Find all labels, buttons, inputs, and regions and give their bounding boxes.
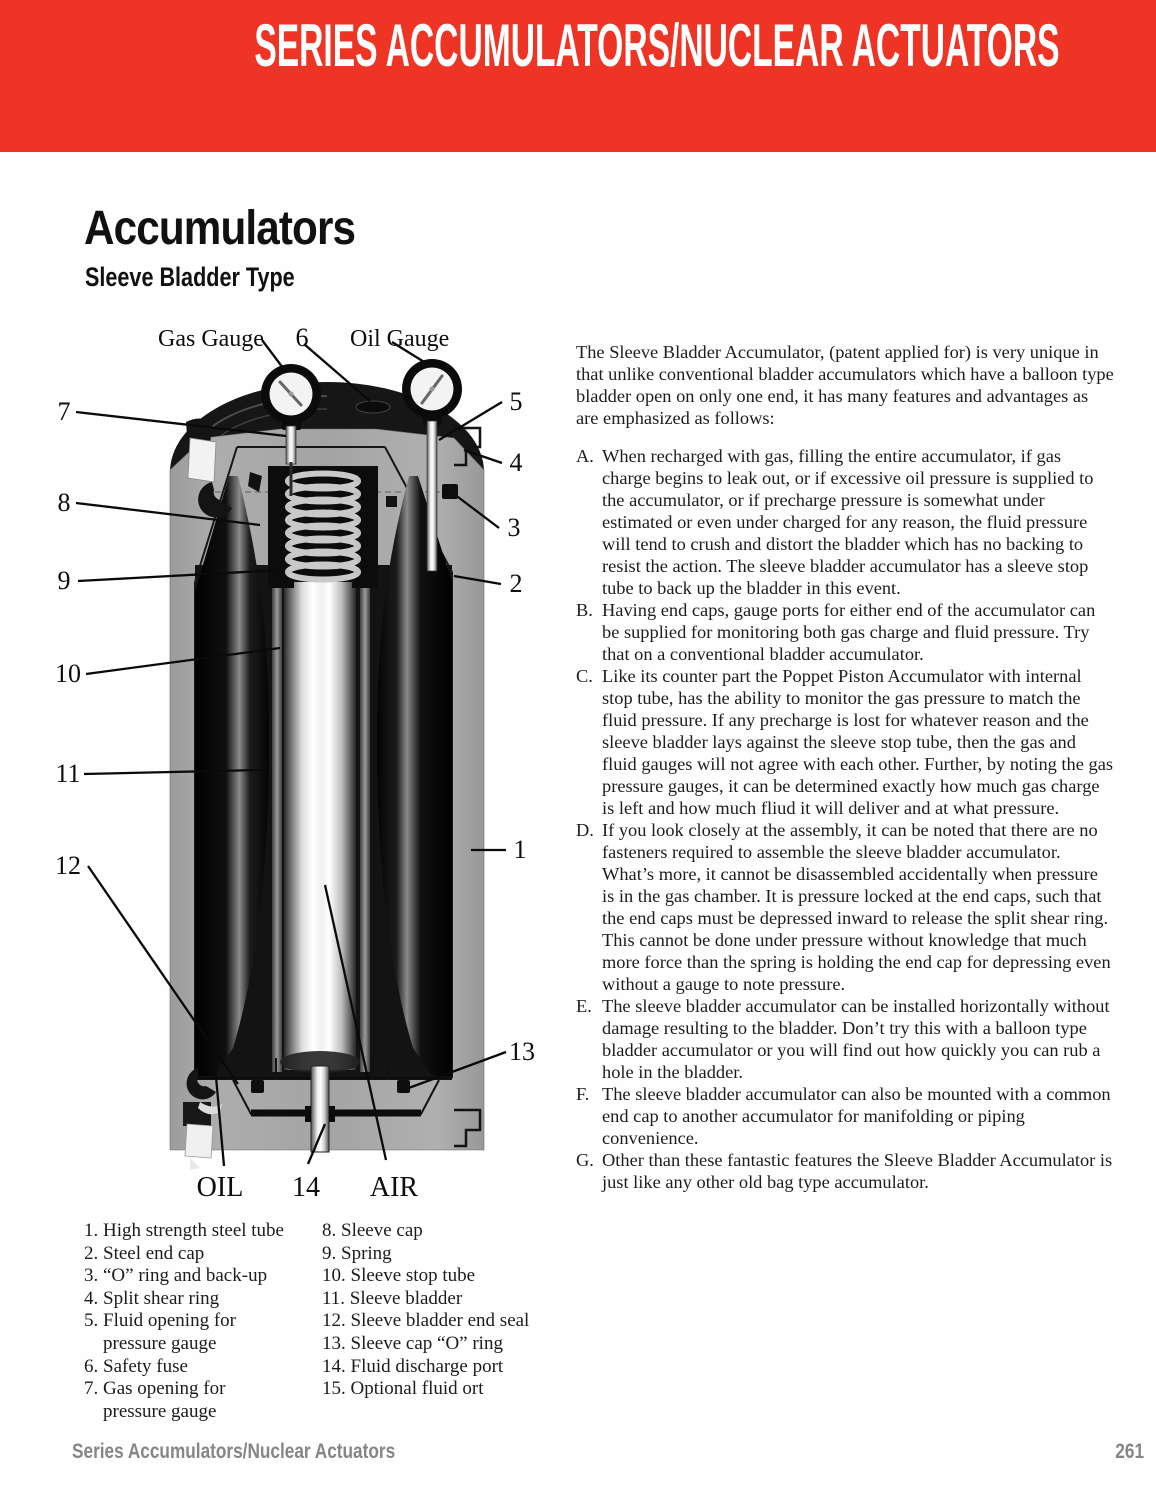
fluid-discharge-port-tube bbox=[310, 1065, 330, 1153]
oil-label: OIL bbox=[197, 1172, 244, 1203]
feature-item-f: F. The sleeve bladder accumulator can al… bbox=[576, 1083, 1114, 1149]
part-item: 11. Sleeve bladder bbox=[322, 1287, 463, 1309]
stop-tube-wall-right bbox=[360, 578, 370, 1072]
page-footer: Series Accumulators/Nuclear Actuators 26… bbox=[72, 1440, 1144, 1464]
page-header-banner: SERIES ACCUMULATORS/NUCLEAR ACTUATORS bbox=[0, 0, 1156, 152]
item-letter: A. bbox=[576, 446, 594, 466]
feature-item-c: C. Like its counter part the Poppet Pist… bbox=[576, 665, 1114, 819]
item-letter: C. bbox=[576, 666, 593, 686]
feature-item-a: A. When recharged with gas, filling the … bbox=[576, 445, 1114, 599]
item-letter: B. bbox=[576, 600, 593, 620]
oil-gauge-stem bbox=[426, 420, 438, 572]
callout-2: 2 bbox=[510, 569, 523, 598]
callout-leader-lines bbox=[75, 339, 507, 1167]
feature-item-e: E. The sleeve bladder accumulator can be… bbox=[576, 995, 1114, 1083]
callout-6: 6 bbox=[296, 323, 309, 352]
callout-13: 13 bbox=[509, 1037, 535, 1066]
parts-list-column-1: 1. High strength steel tube 2. Steel end… bbox=[84, 1220, 322, 1423]
part-item: 4. Split shear ring bbox=[84, 1287, 220, 1309]
part-item: 15. Optional fluid ort bbox=[322, 1378, 484, 1400]
callout-9: 9 bbox=[58, 566, 71, 595]
oil-gauge bbox=[402, 359, 462, 572]
white-block-top-left bbox=[187, 437, 217, 483]
item-text: Other than these fantastic features the … bbox=[602, 1150, 1113, 1192]
diagram-labels: Gas Gauge 6 Oil Gauge 7 8 9 10 11 12 5 4… bbox=[55, 323, 535, 1203]
item-text: When recharged with gas, filling the ent… bbox=[602, 446, 1094, 598]
part-item: 3. “O” ring and back-up bbox=[84, 1265, 268, 1287]
o-ring-right bbox=[442, 484, 458, 499]
page-title: Accumulators bbox=[84, 202, 356, 255]
step-notch-bottom-right bbox=[454, 1108, 482, 1148]
gas-gauge-label: Gas Gauge bbox=[158, 326, 264, 352]
safety-fuse-plug bbox=[355, 400, 391, 414]
seal-hardware-details bbox=[186, 418, 482, 518]
part-item: 1. High strength steel tube bbox=[84, 1220, 284, 1241]
description-column: The Sleeve Bladder Accumulator, (patent … bbox=[576, 341, 1114, 1193]
footer-section-title: Series Accumulators/Nuclear Actuators bbox=[72, 1440, 396, 1463]
item-letter: G. bbox=[576, 1150, 594, 1170]
part-item: 9. Spring bbox=[322, 1242, 392, 1264]
white-block-bottom-left bbox=[184, 1123, 214, 1159]
part-item: 5. Fluid opening for pressure gauge bbox=[84, 1310, 236, 1354]
stop-tube-bottom-shadow bbox=[280, 1051, 360, 1073]
callout-7: 7 bbox=[58, 397, 71, 426]
page-subtitle: Sleeve Bladder Type bbox=[85, 262, 295, 292]
oil-gauge-label: Oil Gauge bbox=[350, 326, 449, 352]
part-item: 14. Fluid discharge port bbox=[322, 1355, 504, 1377]
callout-11: 11 bbox=[55, 759, 80, 788]
sleeve-stop-tube bbox=[284, 578, 356, 1070]
part-item: 10. Sleeve stop tube bbox=[322, 1265, 476, 1287]
split-shear-ring-notch bbox=[454, 426, 482, 467]
callout-3: 3 bbox=[508, 513, 521, 542]
part-item: 7. Gas opening for pressure gauge bbox=[84, 1378, 226, 1422]
part-item: 6. Safety fuse bbox=[84, 1355, 188, 1377]
part-item: 13. Sleeve cap “O” ring bbox=[322, 1332, 503, 1354]
item-text: Having end caps, gauge ports for either … bbox=[602, 600, 1096, 664]
item-text: The sleeve bladder accumulator can be in… bbox=[602, 996, 1110, 1082]
stop-tube-wall-left bbox=[272, 578, 282, 1072]
feature-item-b: B. Having end caps, gauge ports for eith… bbox=[576, 599, 1114, 665]
parts-list-column-2: 8. Sleeve cap 9. Spring 10. Sleeve stop … bbox=[322, 1220, 572, 1423]
item-text: Like its counter part the Poppet Piston … bbox=[602, 666, 1114, 818]
accumulator-cutaway-diagram: Gas Gauge 6 Oil Gauge 7 8 9 10 11 12 5 4… bbox=[40, 310, 560, 1210]
header-title: SERIES ACCUMULATORS/NUCLEAR ACTUATORS bbox=[254, 12, 1060, 79]
item-text: The sleeve bladder accumulator can also … bbox=[602, 1084, 1111, 1148]
accumulator-diagram-svg: Gas Gauge 6 Oil Gauge 7 8 9 10 11 12 5 4… bbox=[55, 323, 535, 1203]
sleeve-cap-o-ring bbox=[397, 1080, 410, 1093]
gas-gauge bbox=[261, 364, 321, 496]
feature-item-g: G. Other than these fantastic features t… bbox=[576, 1149, 1114, 1193]
hook-mid-left bbox=[198, 482, 232, 518]
sleeve-bladder-right bbox=[377, 476, 452, 1076]
page-number: 261 bbox=[1115, 1440, 1144, 1463]
item-letter: F. bbox=[576, 1084, 590, 1104]
sleeve-bladder-left bbox=[195, 476, 269, 1076]
bottom-end-cap bbox=[183, 1058, 482, 1170]
callout-4: 4 bbox=[510, 448, 523, 477]
item-letter: E. bbox=[576, 996, 592, 1016]
parts-list: 1. High strength steel tube 2. Steel end… bbox=[84, 1220, 572, 1423]
part-item: 8. Sleeve cap bbox=[322, 1220, 423, 1241]
callout-1: 1 bbox=[514, 835, 527, 864]
spring-coils bbox=[285, 470, 361, 583]
part-item: 12. Sleeve bladder end seal bbox=[322, 1310, 530, 1332]
callout-5: 5 bbox=[510, 387, 523, 416]
item-letter: D. bbox=[576, 820, 594, 840]
gas-gauge-stem bbox=[285, 425, 297, 465]
callout-12: 12 bbox=[55, 851, 81, 880]
callout-10: 10 bbox=[55, 659, 81, 688]
feature-item-d: D. If you look closely at the assembly, … bbox=[576, 819, 1114, 995]
item-text: If you look closely at the assembly, it … bbox=[602, 820, 1111, 994]
callout-8: 8 bbox=[58, 488, 71, 517]
intro-paragraph: The Sleeve Bladder Accumulator, (patent … bbox=[576, 342, 1114, 428]
hook-bottom-left bbox=[186, 1068, 216, 1100]
air-label: AIR bbox=[370, 1172, 419, 1203]
sleeve-cap-spring-assembly bbox=[268, 466, 378, 588]
callout-14: 14 bbox=[292, 1172, 320, 1203]
part-item: 2. Steel end cap bbox=[84, 1242, 205, 1264]
spring-retainer-dots bbox=[285, 478, 361, 575]
